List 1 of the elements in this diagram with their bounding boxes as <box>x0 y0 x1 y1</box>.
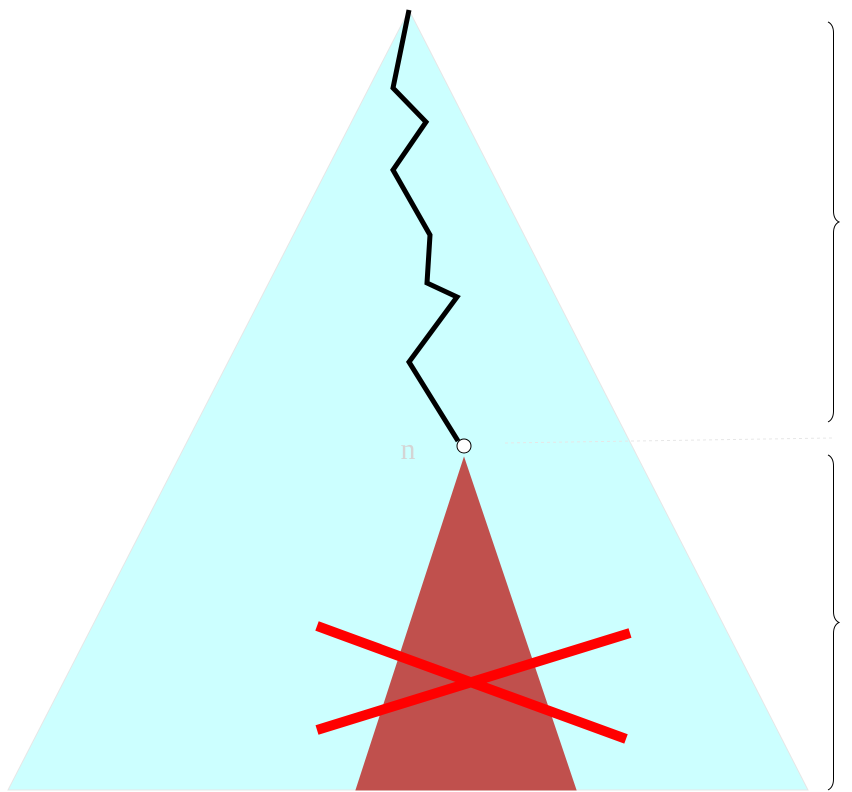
node-circle <box>456 438 472 454</box>
